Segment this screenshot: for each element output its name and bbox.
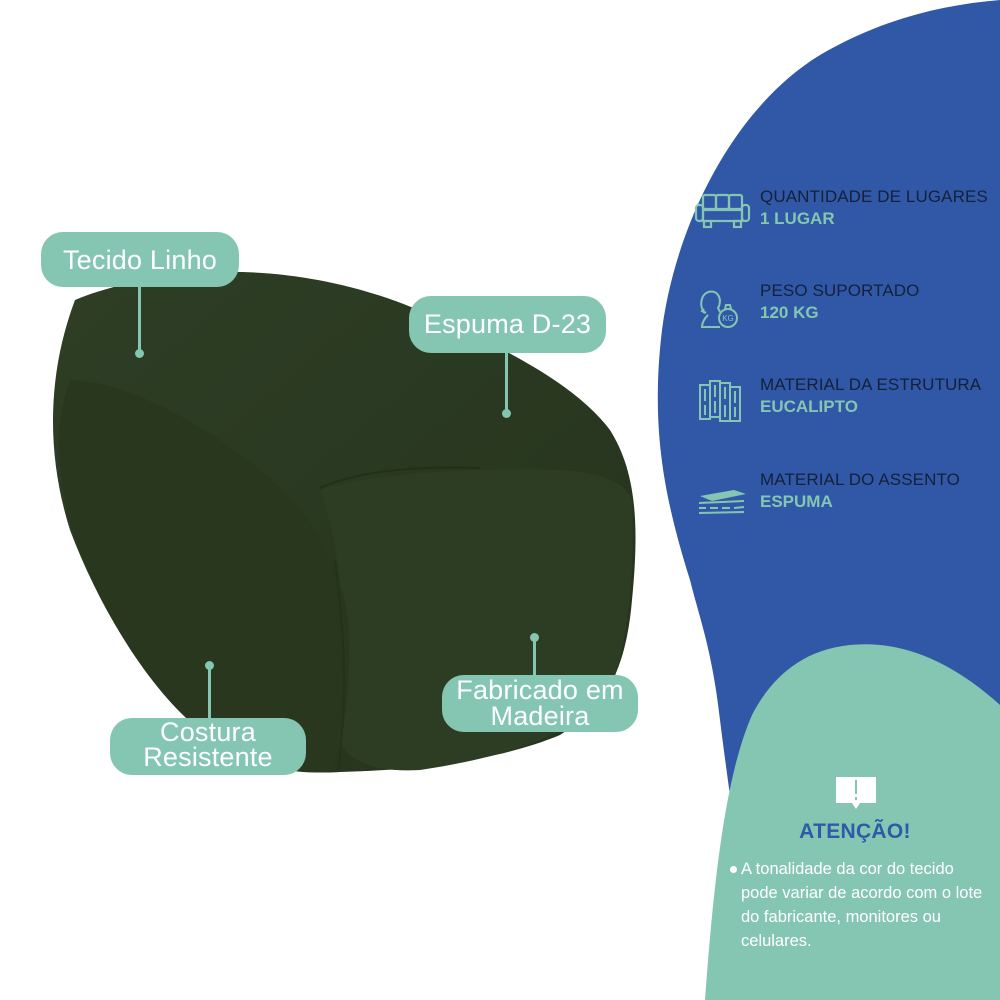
spec-seats-title: QUANTIDADE DE LUGARES (760, 187, 988, 206)
spec-weight: KG PESO SUPORTADO 120 KG (694, 281, 1000, 341)
spec-seat-material: MATERIAL DO ASSENTO ESPUMA (694, 470, 1000, 530)
callout-costura-resistente: Costura Resistente (110, 718, 306, 775)
teal-panel (705, 644, 1000, 1000)
espuma-dot (502, 409, 511, 418)
spec-weight-value: 120 KG (760, 303, 819, 322)
spec-weight-title: PESO SUPORTADO (760, 281, 920, 300)
attention-note: A tonalidade da cor do tecido pode varia… (730, 857, 995, 953)
alert-book-icon (836, 777, 876, 809)
costura-connector (208, 666, 211, 722)
callout-fabricado-madeira: Fabricado em Madeira (442, 675, 638, 732)
spec-structure: MATERIAL DA ESTRUTURA EUCALIPTO (694, 375, 1000, 435)
sofa-icon (694, 193, 751, 229)
callout-costura-line1: Costura (160, 717, 256, 747)
spec-structure-title: MATERIAL DA ESTRUTURA (760, 375, 982, 394)
fabricado-connector (533, 638, 536, 680)
spec-seat-material-value: ESPUMA (760, 492, 833, 511)
callout-costura-line2: Resistente (143, 742, 273, 772)
wood-planks-icon (699, 380, 741, 422)
costura-dot (205, 661, 214, 670)
callout-espuma-label: Espuma D-23 (423, 309, 592, 339)
callout-tecido-label: Tecido Linho (62, 245, 217, 275)
weight-icon-kg: KG (722, 314, 734, 323)
weight-person-icon: KG (700, 290, 738, 328)
attention-note-text: A tonalidade da cor do tecido pode varia… (741, 860, 983, 950)
spec-seats-value: 1 LUGAR (760, 209, 835, 228)
fabricado-dot (530, 633, 539, 642)
espuma-connector (505, 352, 508, 414)
callout-fabricado-line1: Fabricado em (456, 675, 624, 705)
bullet-icon (730, 866, 737, 873)
foam-layers-icon (698, 490, 746, 514)
callout-espuma-d23: Espuma D-23 (409, 296, 606, 353)
tecido-connector (138, 284, 141, 352)
attention-title: ATENÇÃO! (799, 820, 911, 843)
callout-tecido-linho: Tecido Linho (41, 232, 239, 287)
spec-seat-material-title: MATERIAL DO ASSENTO (760, 470, 960, 489)
callout-fabricado-line2: Madeira (490, 701, 590, 731)
spec-structure-value: EUCALIPTO (760, 397, 858, 416)
tecido-dot (135, 349, 144, 358)
spec-seats: QUANTIDADE DE LUGARES 1 LUGAR (694, 187, 1000, 247)
